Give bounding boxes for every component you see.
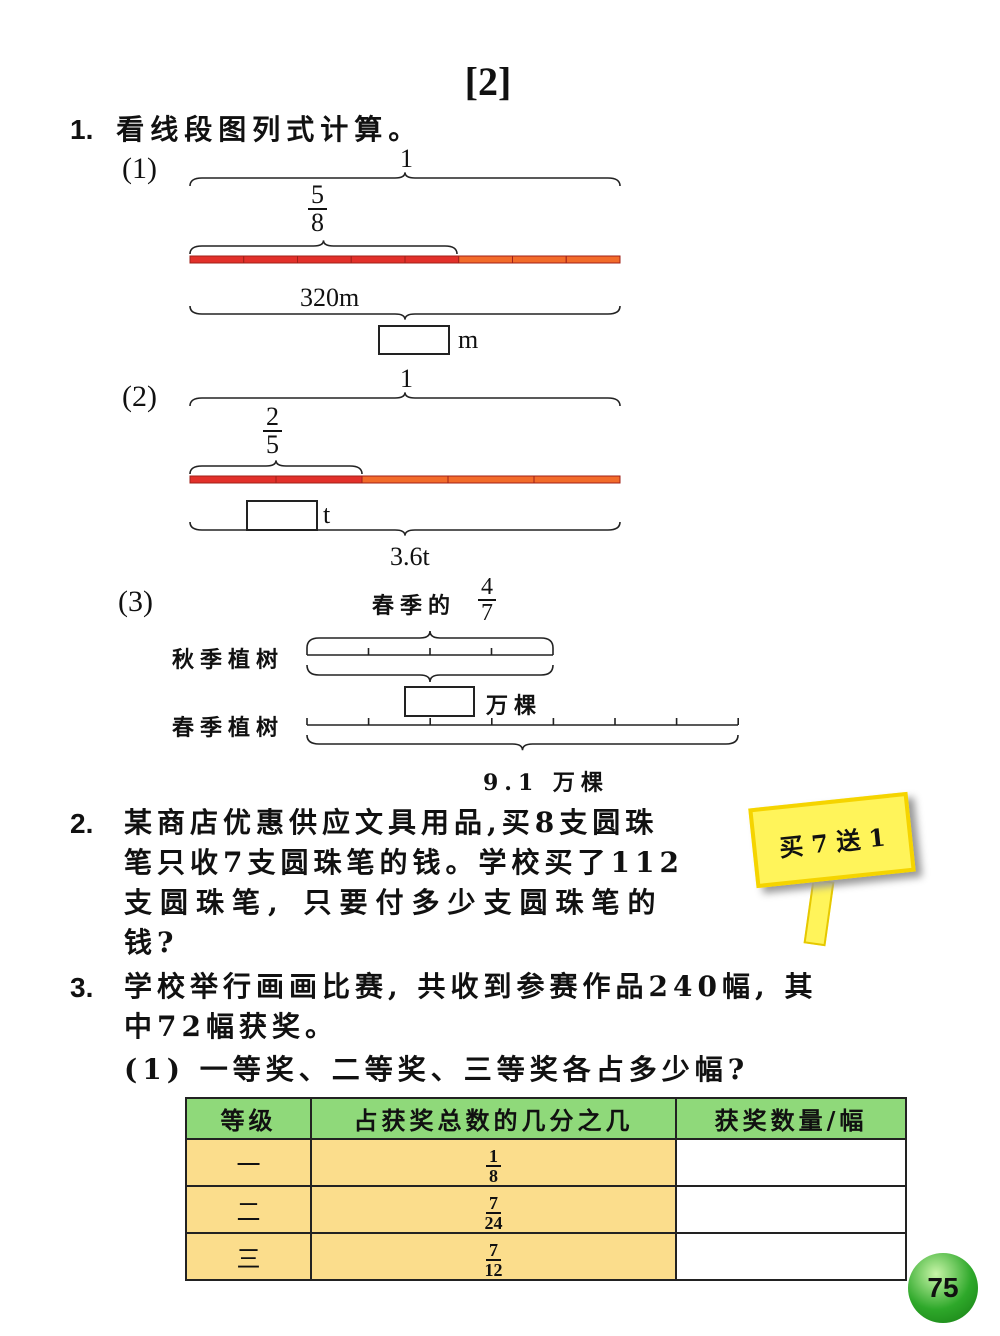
brace bbox=[189, 521, 621, 536]
bar-segment bbox=[189, 255, 245, 264]
bar-segment bbox=[404, 255, 460, 264]
total-320m: 320m bbox=[300, 283, 360, 312]
denominator: 8 bbox=[489, 1166, 498, 1186]
question-2-line: 支圆珠笔, 只要付多少支圆珠笔的 bbox=[124, 886, 664, 919]
question-2-line: 笔只收7支圆珠笔的钱。学校买了112 bbox=[124, 846, 684, 879]
level-cell: 一 bbox=[185, 1138, 312, 1187]
answer-box-3[interactable] bbox=[404, 686, 475, 717]
denominator: 24 bbox=[484, 1213, 503, 1233]
brace bbox=[189, 392, 621, 407]
question-2-line: 某商店优惠供应文具用品,买8支圆珠 bbox=[124, 806, 659, 839]
part-3-label: (3) bbox=[118, 585, 153, 618]
question-1-number: 1. bbox=[70, 114, 94, 145]
count-input[interactable] bbox=[675, 1185, 907, 1234]
bar-segment bbox=[275, 475, 363, 484]
question-1: 1. 看线段图列式计算。 bbox=[70, 108, 422, 148]
numerator: 2 bbox=[263, 404, 282, 432]
denominator: 5 bbox=[266, 430, 279, 459]
count-input[interactable] bbox=[675, 1232, 907, 1281]
header-fraction: 占获奖总数的几分之几 bbox=[310, 1097, 677, 1140]
bar-segment bbox=[243, 255, 298, 264]
header-level: 等级 bbox=[185, 1097, 312, 1140]
bar-segment bbox=[350, 255, 406, 264]
unit-t: t bbox=[323, 500, 331, 529]
autumn-label: 秋季植树 bbox=[172, 647, 285, 673]
numerator: 7 bbox=[486, 1241, 501, 1261]
brace bbox=[306, 664, 554, 683]
bar-segment bbox=[458, 255, 513, 264]
part-2-label: (2) bbox=[122, 380, 157, 413]
question-3-text: 学校举行画画比赛, 共收到参赛作品240幅, 其 中72幅获奖。 bbox=[124, 967, 817, 1047]
unit-m: m bbox=[458, 325, 479, 354]
brace bbox=[189, 305, 621, 320]
answer-box-2[interactable] bbox=[246, 500, 318, 531]
level-cell: 二 bbox=[185, 1185, 312, 1234]
denominator: 7 bbox=[481, 600, 493, 626]
brace bbox=[189, 240, 458, 255]
brace bbox=[189, 460, 363, 475]
denominator: 12 bbox=[484, 1260, 503, 1280]
bar-segment bbox=[361, 475, 449, 484]
page-title: [2] bbox=[464, 59, 512, 104]
bar-segment bbox=[447, 475, 535, 484]
total-3-6t: 3.6t bbox=[390, 542, 430, 571]
question-1-text: 看线段图列式计算。 bbox=[116, 113, 423, 146]
numerator: 7 bbox=[486, 1194, 501, 1214]
brace bbox=[306, 630, 554, 649]
page-number: 75 bbox=[908, 1253, 978, 1323]
question-2-line: 钱? bbox=[124, 926, 179, 959]
table-header-row: 等级 占获奖总数的几分之几 获奖数量/幅 bbox=[185, 1097, 907, 1140]
denominator: 8 bbox=[311, 208, 324, 237]
whole-label-2: 1 bbox=[400, 364, 413, 393]
spring-label: 春季植树 bbox=[172, 715, 285, 741]
count-input[interactable] bbox=[675, 1138, 907, 1187]
promo-sign: 买 7 送 1 bbox=[748, 791, 916, 889]
unit-wanke: 万棵 bbox=[486, 693, 543, 719]
part-1-label: (1) bbox=[122, 152, 157, 185]
bar-segment bbox=[533, 475, 621, 484]
bar-segment bbox=[189, 475, 277, 484]
header-count: 获奖数量/幅 bbox=[675, 1097, 907, 1140]
question-3-line: 学校举行画画比赛, 共收到参赛作品240幅, 其 bbox=[124, 970, 818, 1003]
question-3-number: 3. bbox=[70, 972, 94, 1003]
spring-fraction-label: 春季的 bbox=[372, 593, 457, 619]
brace bbox=[306, 734, 739, 751]
bar-segment bbox=[297, 255, 352, 264]
brace bbox=[189, 172, 621, 187]
question-2-text: 某商店优惠供应文具用品,买8支圆珠 笔只收7支圆珠笔的钱。学校买了112 支圆珠… bbox=[124, 803, 684, 963]
whole-label: 1 bbox=[400, 144, 413, 173]
bar-segment bbox=[512, 255, 567, 264]
question-3-sub-1: (1) 一等奖、二等奖、三等奖各占多少幅? bbox=[124, 1053, 750, 1086]
numerator: 5 bbox=[308, 182, 327, 210]
level-cell: 三 bbox=[185, 1232, 312, 1281]
bar-segment bbox=[565, 255, 621, 264]
question-2-number: 2. bbox=[70, 808, 94, 839]
question-3-line: 中72幅获奖。 bbox=[124, 1010, 338, 1043]
numerator: 1 bbox=[486, 1147, 501, 1167]
numerator: 4 bbox=[478, 575, 496, 601]
total-9-1: 9.1 万棵 bbox=[483, 770, 609, 796]
answer-box-1[interactable] bbox=[378, 325, 450, 355]
